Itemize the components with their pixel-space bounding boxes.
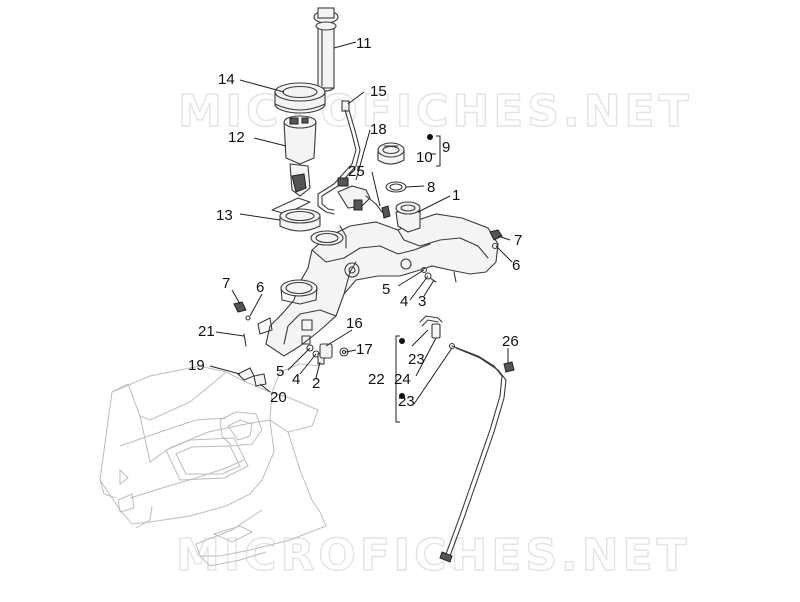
fuel-pump (271, 115, 317, 215)
callout-6-right: 6 (512, 257, 520, 274)
nut-20 (253, 373, 267, 387)
callout-5-right: 5 (382, 281, 390, 298)
callout-23-a: 23 (408, 351, 425, 368)
callout-11: 11 (356, 35, 372, 52)
callout-22: 22 (368, 371, 385, 388)
bolts-right (420, 266, 437, 283)
kit-dot-9 (427, 134, 433, 140)
vent-valve (337, 177, 391, 219)
callout-9: 9 (442, 139, 450, 156)
spacer (319, 343, 333, 359)
callout-19: 19 (188, 357, 205, 374)
fuel-tank (265, 213, 499, 357)
callout-21: 21 (198, 323, 215, 340)
callout-25: 25 (348, 163, 365, 180)
clip-right (489, 229, 503, 250)
callout-15: 15 (370, 83, 387, 100)
callout-23-b: 23 (398, 393, 415, 410)
clip-left (233, 301, 273, 347)
ring-nut-upper (274, 82, 326, 114)
callout-10: 10 (416, 149, 433, 166)
callout-labels: 11 14 15 18 12 9 10 25 8 1 13 7 6 7 6 5 … (188, 35, 522, 410)
callout-3: 3 (418, 293, 426, 310)
callout-4-right: 4 (400, 293, 408, 310)
callout-12: 12 (228, 129, 245, 146)
ring-nut-lower (279, 208, 321, 232)
frame-body (99, 363, 327, 567)
callout-6-left: 6 (256, 279, 264, 296)
callout-13: 13 (216, 207, 233, 224)
bracket-19 (237, 367, 255, 381)
cap-seal (385, 181, 407, 193)
bracket-22 (395, 335, 400, 423)
leader-lines (209, 41, 513, 405)
bracket-9-10 (430, 135, 441, 167)
filler-neck (395, 201, 421, 233)
kit-dot-24 (399, 393, 405, 399)
callout-5-left: 5 (276, 363, 284, 380)
watermark-top: MICROFICHES.NET (178, 86, 693, 137)
watermark-bottom: MICROFICHES.NET (176, 530, 691, 581)
kit-dot-23a (399, 338, 405, 344)
tank-cap (377, 142, 405, 165)
callout-24: 24 (394, 371, 411, 388)
callout-26: 26 (502, 333, 519, 350)
drain-hose (419, 315, 515, 563)
callout-4-left: 4 (292, 371, 300, 388)
fuel-level-sensor (313, 7, 339, 92)
callout-2: 2 (312, 375, 320, 392)
callout-1: 1 (452, 187, 460, 204)
callout-8: 8 (427, 179, 435, 196)
callout-18: 18 (370, 121, 387, 138)
callout-7-left: 7 (222, 275, 230, 292)
callout-17: 17 (356, 341, 373, 358)
callout-14: 14 (218, 71, 235, 88)
callout-16: 16 (346, 315, 363, 332)
callout-7-right: 7 (514, 232, 522, 249)
callout-20: 20 (270, 389, 287, 406)
